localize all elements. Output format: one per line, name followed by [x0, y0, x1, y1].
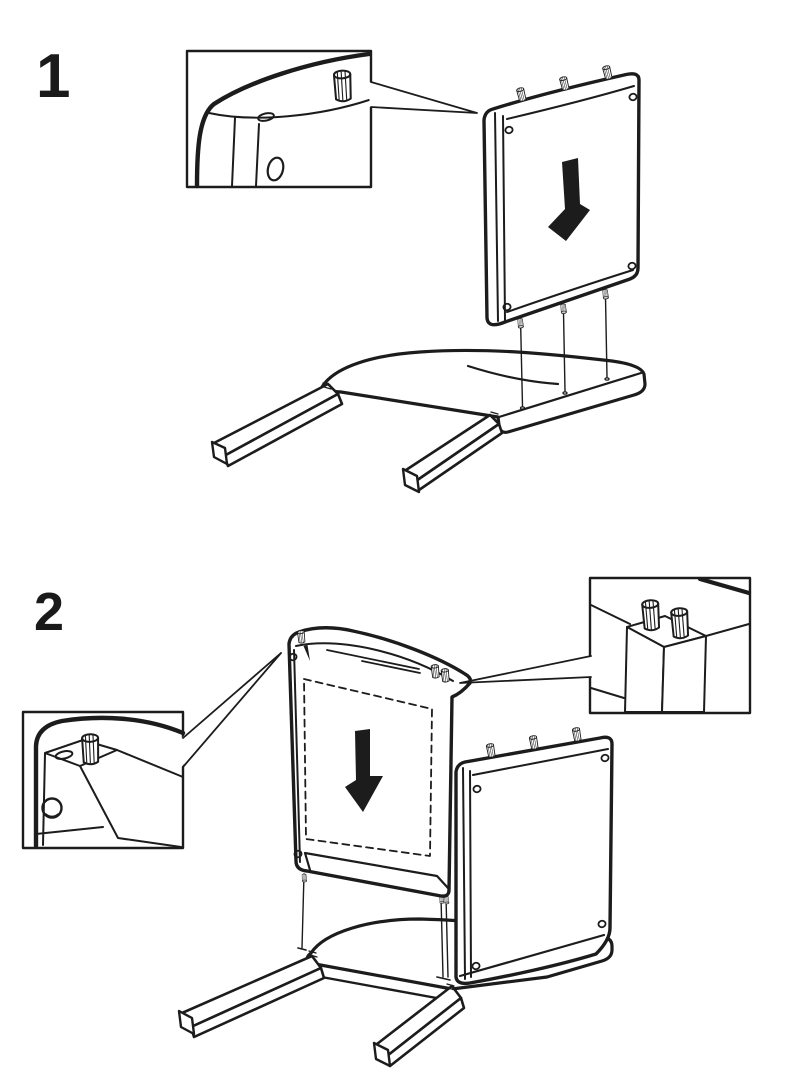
chair-leg-right — [401, 413, 504, 494]
dowel-peg-icon — [528, 734, 540, 751]
dowel-peg-icon — [440, 667, 451, 683]
panel-edge-thick — [697, 576, 752, 596]
panel-left-edge — [293, 649, 301, 863]
alignment-guide-lines — [519, 296, 610, 410]
panel-groove — [326, 649, 421, 674]
dowel-peg-icon — [560, 303, 567, 315]
screw-hole — [600, 753, 610, 763]
panel-spine-lines — [494, 112, 506, 322]
top-hole-icon — [54, 750, 74, 760]
corner-post-side-face — [661, 635, 707, 713]
chair-leg-right — [372, 984, 466, 1068]
screw-hole — [288, 652, 298, 662]
callout-pointer-lines — [459, 655, 592, 684]
step-2-number: 2 — [34, 582, 65, 642]
panel-corner-curve — [33, 715, 186, 849]
screw-hole — [627, 261, 637, 271]
alignment-guide-lines — [297, 873, 451, 981]
panel-top-band — [506, 85, 635, 120]
zoom-detail-box-corner-peg — [21, 652, 282, 850]
dowel-peg-icon — [602, 288, 609, 300]
callout-pointer-lines — [370, 81, 478, 114]
corner-top-surface-edge — [208, 99, 370, 119]
dowel-peg-icon — [640, 598, 661, 632]
seat-back-edge — [466, 364, 560, 386]
dowel-peg-icon — [301, 873, 307, 883]
joint-marks — [322, 382, 500, 419]
corner-bracket-mark — [303, 645, 310, 661]
dowel-peg-icon — [669, 606, 690, 640]
step-1-number: 1 — [36, 42, 71, 111]
side-hole-icon — [266, 156, 285, 182]
callout-pointer-lines — [182, 652, 282, 768]
dowel-peg-icon — [571, 726, 583, 743]
dowel-peg-icon — [485, 742, 497, 759]
screw-hole — [597, 919, 607, 929]
back-panel-outline — [482, 72, 641, 327]
panel-top-band — [472, 748, 609, 776]
chair-leg-left — [210, 382, 344, 468]
installed-back-panel — [287, 626, 473, 898]
screw-hole — [472, 784, 482, 794]
screw-hole — [502, 302, 512, 312]
seat-base — [210, 348, 647, 494]
dowel-peg-icon — [515, 86, 527, 103]
zoom-detail-box-two-pegs — [459, 576, 752, 715]
back-panel — [482, 64, 641, 327]
zoom-detail-box — [185, 49, 478, 189]
panel-bottom-rail — [458, 933, 606, 978]
arrow-down-icon — [345, 729, 383, 812]
corner-edge-lines — [231, 117, 260, 187]
back-panel-outline — [287, 626, 473, 898]
top-hole-icon — [257, 112, 275, 122]
panel-corner-curve — [194, 51, 372, 189]
side-hole-icon — [41, 797, 63, 819]
callout-frame — [21, 710, 185, 850]
dowel-peg-icon — [80, 732, 101, 766]
dowel-peg-icon — [601, 64, 613, 81]
dowel-peg-icon — [296, 629, 306, 644]
side-panel-outline — [454, 735, 614, 986]
panel-edge-lines — [590, 604, 750, 699]
screw-hole — [471, 961, 481, 971]
step-2-illustration — [21, 576, 752, 1068]
screw-hole — [293, 849, 303, 859]
panel-spine-lines — [462, 767, 472, 980]
side-panel — [454, 726, 614, 986]
side-hole-shading — [45, 813, 59, 817]
joint-marks — [308, 950, 456, 991]
arrow-down-icon — [548, 158, 590, 241]
panel-bottom-band — [506, 269, 634, 313]
step-1-illustration — [185, 49, 647, 494]
corner-block-edges — [35, 749, 184, 848]
dowel-peg-icon — [517, 317, 524, 329]
dowel-peg-icon — [430, 663, 441, 679]
screw-hole — [504, 125, 514, 135]
dashed-placement-outline — [303, 678, 433, 857]
screw-hole — [628, 92, 638, 102]
dowel-peg-icon — [332, 69, 353, 103]
chair-leg-left — [177, 954, 326, 1039]
panel-bottom-rail — [303, 851, 450, 890]
